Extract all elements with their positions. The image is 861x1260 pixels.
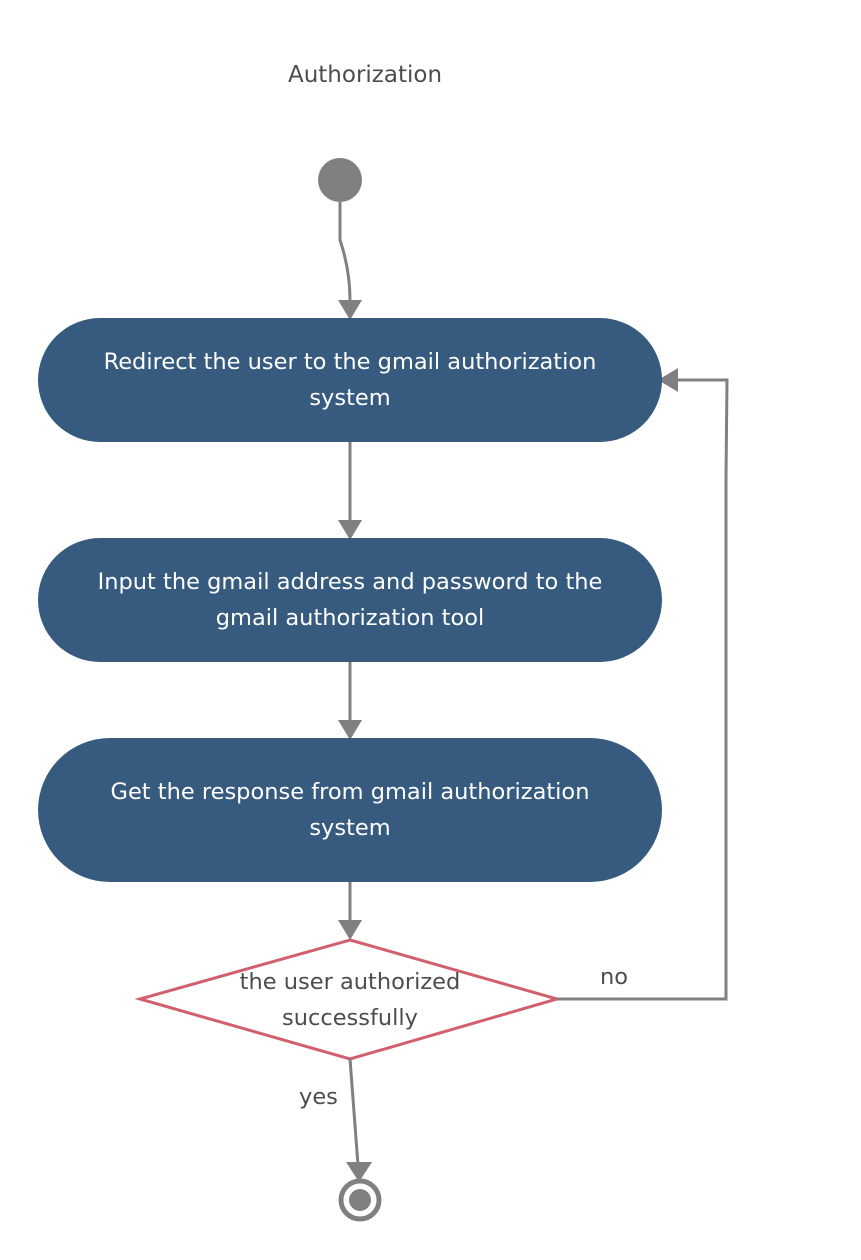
connector-start-to-redirect xyxy=(338,202,352,310)
connector-no-loop xyxy=(557,378,729,1001)
connector-yes xyxy=(348,1058,360,1166)
arrowhead-end xyxy=(346,1162,372,1182)
arrowhead-no-loop xyxy=(658,368,678,392)
edge-label-no: no xyxy=(600,964,629,990)
action-input-credentials: Input the gmail address and password to … xyxy=(38,538,662,662)
edge-label-yes: yes xyxy=(299,1084,338,1110)
arrowhead-input xyxy=(338,520,362,540)
end-node-inner xyxy=(349,1189,371,1211)
action-response-label: Get the response from gmail authorizatio… xyxy=(110,779,590,841)
decision-label: the user authorized successfully xyxy=(239,969,461,1031)
action-redirect: Redirect the user to the gmail authoriza… xyxy=(38,318,662,442)
arrowhead-decision xyxy=(338,920,362,940)
action-get-response: Get the response from gmail authorizatio… xyxy=(38,738,662,882)
arrowhead-redirect xyxy=(338,300,362,320)
diagram-title: Authorization xyxy=(287,62,443,88)
arrowhead-response xyxy=(338,720,362,740)
action-redirect-label: Redirect the user to the gmail authoriza… xyxy=(103,349,597,411)
start-node xyxy=(318,158,362,202)
action-input-label: Input the gmail address and password to … xyxy=(97,569,603,631)
